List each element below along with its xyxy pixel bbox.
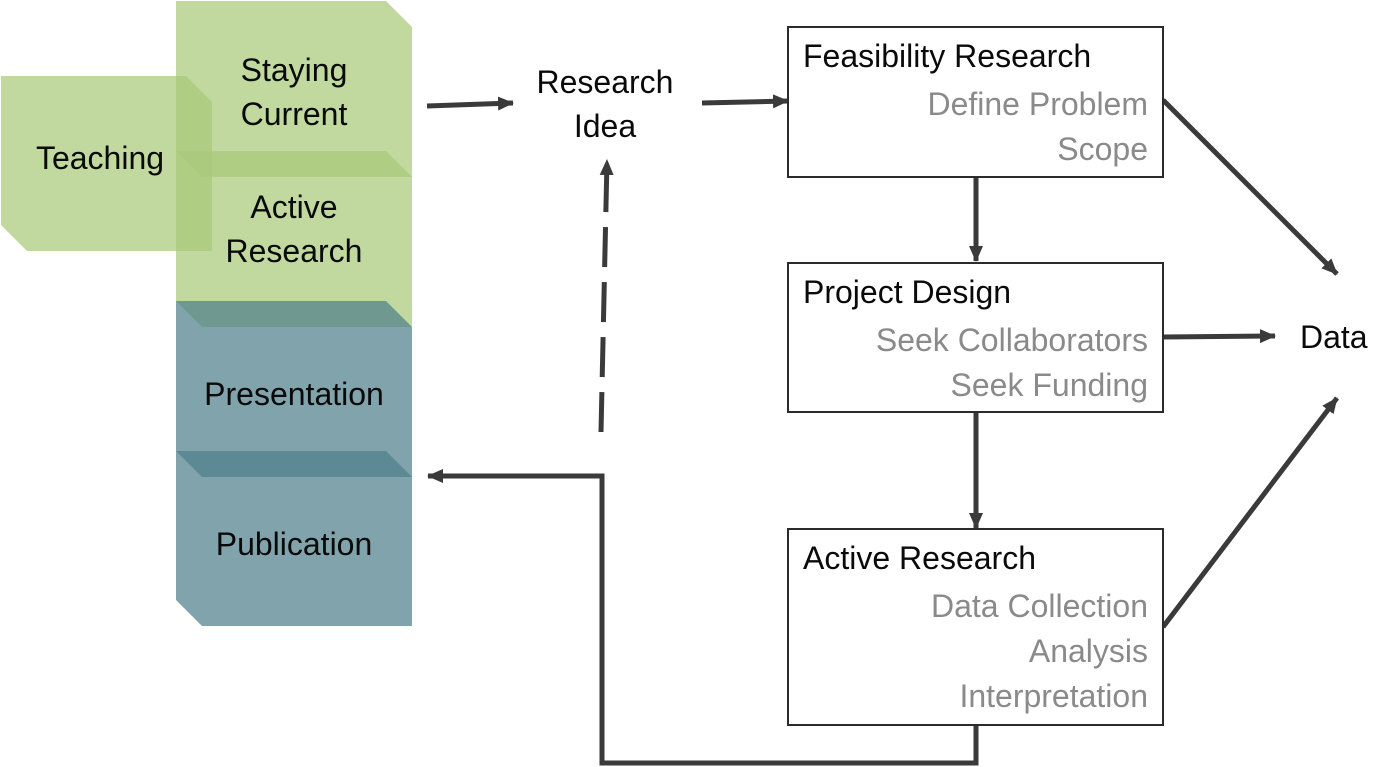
process-box-feasibility: Feasibility Research Define Problem Scop… bbox=[787, 26, 1164, 178]
data-node: Data bbox=[1300, 319, 1368, 355]
arrow-feedback-dashed bbox=[598, 159, 614, 433]
process-item: Seek Collaborators bbox=[875, 322, 1148, 358]
arrows bbox=[426, 94, 1339, 766]
arrow-design-to-data bbox=[1162, 329, 1276, 344]
process-item: Define Problem bbox=[927, 86, 1148, 122]
block-publication bbox=[176, 451, 412, 626]
process-title: Feasibility Research bbox=[803, 38, 1092, 74]
process-item: Seek Funding bbox=[950, 367, 1148, 403]
process-box-active-research: Active Research Data Collection Analysis… bbox=[787, 528, 1164, 726]
process-item: Data Collection bbox=[931, 588, 1148, 624]
arrow-feasibility-to-data bbox=[1161, 98, 1339, 276]
block-staying-current bbox=[176, 1, 412, 177]
arrow-active-to-publication bbox=[427, 469, 979, 766]
block-active-research-block bbox=[176, 151, 412, 327]
process-item: Analysis bbox=[1028, 633, 1148, 669]
research-idea-node: Research Idea bbox=[536, 64, 674, 144]
process-title: Project Design bbox=[803, 274, 1012, 310]
block-label-active-research: Active Research bbox=[225, 189, 363, 269]
process-title: Active Research bbox=[803, 540, 1036, 576]
arrow-blocks-to-idea bbox=[426, 96, 514, 111]
block-presentation bbox=[176, 301, 412, 477]
left-blocks-group bbox=[1, 1, 412, 626]
process-item: Interpretation bbox=[959, 678, 1148, 714]
block-teaching bbox=[1, 76, 212, 251]
process-box-project-design: Project Design Seek Collaborators Seek F… bbox=[787, 262, 1164, 413]
block-label-publication: Publication bbox=[215, 526, 373, 562]
arrow-idea-to-feasibility bbox=[701, 94, 789, 109]
block-label-teaching: Teaching bbox=[35, 140, 165, 176]
arrow-active-to-data bbox=[1161, 396, 1339, 629]
process-item: Scope bbox=[1057, 131, 1148, 167]
block-label-staying-current: Staying Current bbox=[240, 52, 348, 132]
block-label-presentation: Presentation bbox=[204, 376, 384, 412]
